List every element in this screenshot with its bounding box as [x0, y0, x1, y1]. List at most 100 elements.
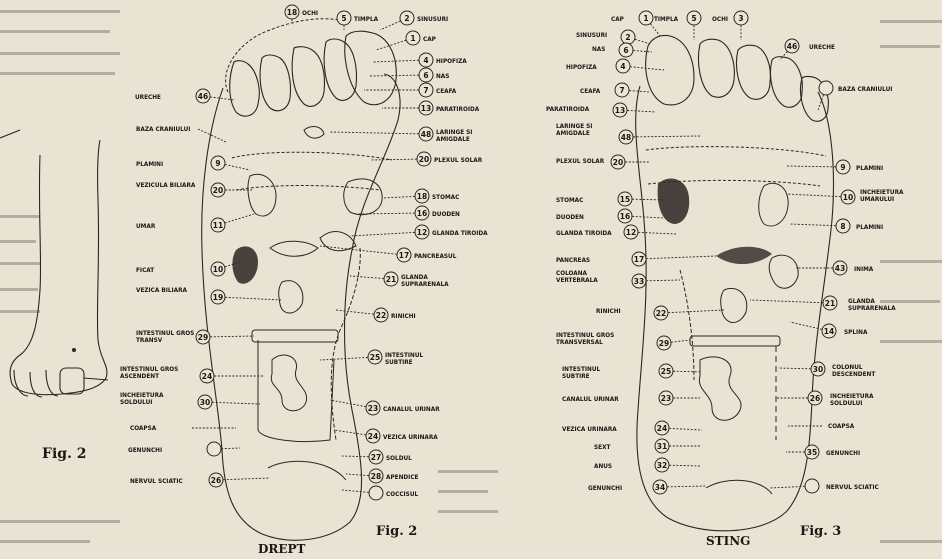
leader-line — [786, 194, 848, 197]
label-text: TIMPLA — [654, 15, 679, 23]
label-text: VEZICA URINARA — [562, 425, 617, 433]
label-text: PLAMINI — [856, 223, 883, 231]
right-label-34: 26NERVUL SCIATIC — [130, 473, 270, 487]
left-label-26: 10INCHEIETURAUMARULUI — [786, 188, 904, 204]
label-number: 16 — [620, 212, 630, 221]
label-text: UMAR — [136, 222, 156, 230]
label-number: 14 — [824, 327, 834, 336]
label-number: 10 — [843, 193, 853, 202]
right-label-30: 24INTESTINUL GROSASCENDENT — [120, 365, 264, 383]
label-number: 22 — [376, 311, 386, 320]
label-number: 25 — [370, 353, 380, 362]
label-number: 2 — [404, 14, 409, 23]
label-number: 24 — [657, 424, 667, 433]
leader-line — [370, 75, 426, 76]
label-text: CANALUL URINAR — [383, 405, 440, 413]
label-text: INCHEIETURASOLDULUI — [830, 392, 874, 407]
right-label-13: 17 PANCREASUL — [320, 246, 457, 262]
label-number: 32 — [657, 461, 667, 470]
left-label-3: 4HIPOFIZA — [566, 59, 664, 73]
label-text: OCHI — [302, 9, 318, 17]
label-number: 20 — [613, 158, 623, 167]
label-number: 21 — [386, 275, 396, 284]
label-number: 28 — [371, 472, 381, 481]
label-text: CEAFA — [436, 87, 457, 95]
label-text: BAZA CRANIULUI — [136, 125, 190, 133]
label-number: 6 — [423, 71, 428, 80]
leader-line — [330, 132, 426, 134]
label-number: 8 — [840, 222, 845, 231]
label-text: COAPSA — [828, 422, 855, 430]
label-number: 1 — [410, 34, 415, 43]
label-text: INTESTINUL GROSTRANSVERSAL — [556, 331, 614, 346]
leader-line — [370, 159, 424, 160]
number-circle — [207, 442, 221, 456]
label-text: COLOANAVERTEBRALA — [556, 269, 598, 284]
right-label-28: 19VEZICA BILIARA — [136, 286, 282, 304]
label-text: DUODEN — [556, 213, 584, 221]
label-text: OCHI — [712, 15, 728, 23]
label-text: INTESTINULSUBTIRE — [385, 351, 423, 366]
label-number: 34 — [655, 483, 665, 492]
leader-line — [750, 300, 830, 303]
label-text: SEXT — [594, 443, 611, 451]
leader-line — [639, 256, 716, 259]
right-label-8: 48LARINGE SIAMIGDALE — [330, 127, 472, 143]
label-text: PLEXUL SOLAR — [434, 156, 483, 164]
leader-line — [203, 336, 254, 337]
right-label-14: 21GLANDASUPRARENALA — [350, 272, 449, 288]
label-number: 4 — [620, 62, 625, 71]
label-text: PANCREASUL — [414, 252, 457, 260]
label-text: CAP — [611, 15, 624, 23]
label-number: 48 — [621, 133, 631, 142]
right-label-6: 7CEAFA — [364, 83, 457, 97]
label-text: CAP — [423, 35, 436, 43]
leader-line — [372, 60, 426, 62]
right-foot-labels: 18OCHI5TIMPLA2SINUSURI1CAP4HIPOFIZA6NAS7… — [120, 5, 488, 500]
label-text: SINUSURI — [576, 31, 607, 39]
label-number: 17 — [399, 251, 409, 260]
label-text: GENUNCHI — [128, 446, 162, 454]
label-number: 48 — [421, 130, 431, 139]
label-text: VEZICULA BILIARA — [136, 181, 196, 189]
label-text: COAPSA — [130, 424, 157, 432]
label-text: GENUNCHI — [588, 484, 622, 492]
label-text: FICAT — [136, 266, 154, 274]
label-number: 20 — [419, 155, 429, 164]
label-text: SOLDUL — [386, 454, 412, 462]
right-label-31: 30INCHEIETURASOLDULUI — [120, 391, 260, 409]
left-foot-fig-label: Fig. 3 — [800, 524, 841, 539]
label-text: GENUNCHI — [826, 449, 860, 457]
right-label-11: 16DUODEN — [358, 206, 460, 220]
right-label-26: 11UMAR — [136, 214, 254, 232]
left-label-11: 17PANCREAS — [556, 252, 716, 266]
right-label-21: COCCISUL — [342, 486, 418, 500]
label-number: 7 — [619, 86, 624, 95]
label-number: 23 — [368, 404, 378, 413]
label-number: 4 — [423, 56, 428, 65]
number-circle — [805, 479, 819, 493]
label-text: STOMAC — [432, 193, 459, 201]
label-text: HIPOFIZA — [436, 57, 467, 65]
label-text: RINICHI — [596, 307, 621, 315]
label-text: VEZICA BILIARA — [136, 286, 188, 294]
left-label-6: 48LARINGE SIAMIGDALE — [556, 122, 700, 144]
label-number: 24 — [202, 372, 212, 381]
label-number: 2 — [625, 33, 630, 42]
label-text: INTESTINULSUBTIRE — [562, 365, 600, 380]
left-label-27: 8 PLAMINI — [790, 219, 883, 233]
leader-line — [786, 166, 843, 167]
label-text: BAZA CRANIULUI — [838, 85, 892, 93]
left-label-24: BAZA CRANIULUI — [818, 81, 892, 110]
label-text: NAS — [592, 45, 605, 53]
label-number: 21 — [825, 299, 835, 308]
label-number: 13 — [421, 104, 431, 113]
